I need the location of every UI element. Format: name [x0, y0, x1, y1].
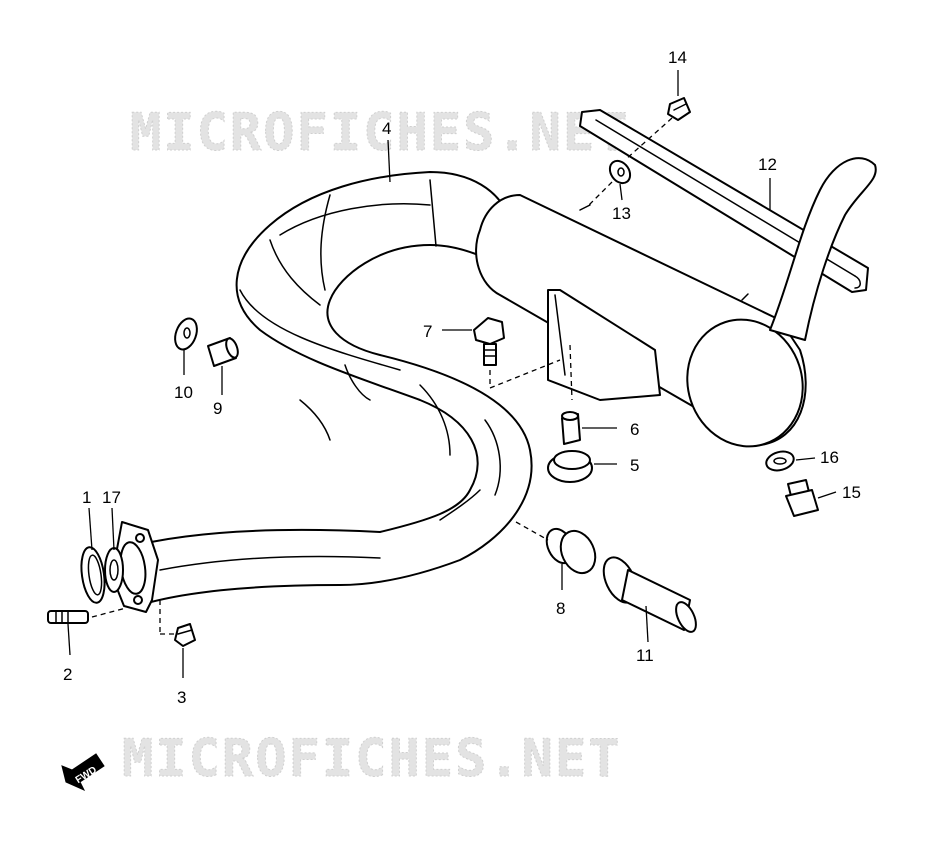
callout-11: 11: [636, 646, 654, 665]
washer-16: [765, 450, 795, 472]
callout-7: 7: [423, 322, 432, 341]
muffler: [475, 157, 877, 448]
washer-13: [608, 159, 632, 185]
callout-4: 4: [382, 119, 391, 138]
flange-nut: [174, 623, 196, 647]
callout-10: 10: [174, 383, 193, 402]
callout-15: 15: [842, 483, 861, 502]
callout-6: 6: [630, 420, 639, 439]
leader-lines: [67, 70, 837, 678]
callout-17: 17: [102, 488, 121, 507]
callout-8: 8: [556, 599, 565, 618]
nut-14: [667, 97, 691, 121]
collar-9: [207, 337, 239, 367]
gasket-17: [104, 547, 124, 593]
watermark-top: MICROFICHES.NET: [130, 103, 630, 163]
stud-bolt: [47, 610, 89, 624]
callout-16: 16: [820, 448, 839, 467]
forward-arrow-icon: FWD: [61, 753, 105, 792]
callout-14: 14: [668, 48, 687, 67]
drain-plug-15: [785, 479, 819, 517]
gasket-1: [80, 546, 106, 604]
callout-3: 3: [177, 688, 186, 707]
washer-10: [174, 317, 198, 351]
grommet-8: [545, 527, 597, 575]
callout-2: 2: [63, 665, 72, 684]
callout-12: 12: [758, 155, 777, 174]
watermark-bottom: MICROFICHES.NET: [122, 729, 622, 789]
bolt-11: [602, 556, 697, 633]
callout-5: 5: [630, 456, 639, 475]
callout-13: 13: [612, 204, 631, 223]
callout-1: 1: [82, 488, 91, 507]
grommet-5: [547, 450, 593, 483]
bolt-7: [473, 317, 505, 366]
callout-9: 9: [213, 399, 222, 418]
collar-6: [561, 411, 581, 445]
